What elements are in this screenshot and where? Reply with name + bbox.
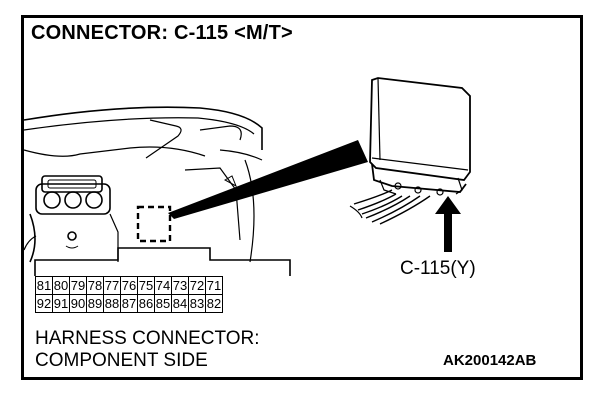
pin-cell: 92 (35, 294, 53, 313)
dashboard-illustration (23, 106, 263, 263)
pin-cell: 74 (154, 276, 172, 295)
pin-row-top: 81 80 79 78 77 76 75 74 73 72 71 (35, 276, 223, 295)
pin-cell: 78 (86, 276, 104, 295)
pin-cell: 73 (171, 276, 189, 295)
pin-cell: 77 (103, 276, 121, 295)
pin-cell: 90 (69, 294, 87, 313)
pin-cell: 86 (137, 294, 155, 313)
caption-line-2: COMPONENT SIDE (35, 350, 208, 371)
connector-pin-grid: 81 80 79 78 77 76 75 74 73 72 71 92 91 9… (35, 276, 223, 313)
diagram-title: CONNECTOR: C-115 <M/T> (31, 22, 293, 44)
caption-line-1: HARNESS CONNECTOR: (35, 328, 260, 349)
pin-cell: 89 (86, 294, 104, 313)
pin-cell: 72 (188, 276, 206, 295)
pin-cell: 71 (205, 276, 223, 295)
connector-arrow (435, 196, 461, 252)
pin-cell: 83 (188, 294, 206, 313)
pin-cell: 82 (205, 294, 223, 313)
pin-cell: 87 (120, 294, 138, 313)
diagram-frame (21, 15, 583, 380)
pin-cell: 75 (137, 276, 155, 295)
pin-cell: 79 (69, 276, 87, 295)
pin-cell: 91 (52, 294, 70, 313)
control-module-illustration (349, 77, 471, 225)
harness-connector-outline (34, 247, 291, 276)
figure-code: AK200142AB (443, 352, 537, 369)
pin-cell: 76 (120, 276, 138, 295)
pin-cell: 88 (103, 294, 121, 313)
pin-cell: 84 (171, 294, 189, 313)
leader-wedge (168, 140, 368, 219)
connector-label: C-115(Y) (400, 258, 476, 279)
pin-cell: 81 (35, 276, 53, 295)
component-location-box (136, 205, 172, 243)
pin-cell: 80 (52, 276, 70, 295)
pin-cell: 85 (154, 294, 172, 313)
pin-row-bottom: 92 91 90 89 88 87 86 85 84 83 82 (35, 294, 223, 313)
